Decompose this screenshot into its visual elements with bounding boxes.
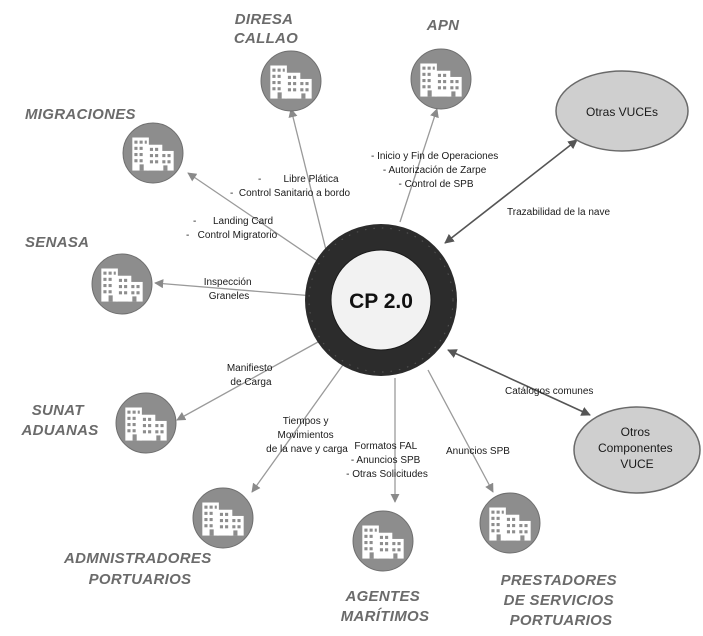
apn-label: APN — [426, 17, 460, 34]
arrow-otras-vuces — [444, 139, 578, 244]
flow-senasa: Inspección Graneles — [204, 277, 255, 302]
flow-otros-componentes: Catálogos comunes — [505, 386, 593, 397]
flow-labels: - Libre Plática - Control Sanitario a bo… — [0, 0, 610, 480]
flow-otras-vuces: Trazabilidad de la nave — [507, 207, 610, 218]
arrow-migraciones — [187, 172, 320, 263]
building-icon — [91, 253, 153, 315]
otros-componentes-label: Otros Componentes VUCE — [598, 425, 676, 471]
sunat-label: SUNAT ADUANAS — [20, 402, 98, 439]
flow-admin: Tiempos y Movimientos de la nave y carga — [266, 416, 348, 455]
flow-diresa: - Libre Plática - Control Sanitario a bo… — [0, 0, 364, 199]
flow-migraciones: - Landing Card - Control Migratorio — [0, 0, 293, 241]
building-icon — [115, 392, 177, 454]
arrow-senasa — [154, 279, 315, 297]
flow-sunat: Manifiesto de Carga — [227, 363, 275, 388]
hub-label: CP 2.0 — [349, 290, 413, 313]
arrow-admin — [251, 361, 346, 493]
migraciones-label: MIGRACIONES — [25, 106, 136, 123]
senasa-label: SENASA — [25, 234, 89, 251]
arrow-diresa — [288, 108, 329, 259]
arrow-otros-componentes — [447, 349, 591, 416]
arrow-sunat — [176, 336, 328, 421]
building-icon — [122, 122, 184, 184]
hub: CP 2.0 — [305, 224, 457, 376]
flow-agentes: Formatos FAL - Anuncios SPB - Otras Soli… — [346, 441, 428, 480]
flow-apn: - Inicio y Fin de Operaciones - Autoriza… — [371, 151, 501, 190]
external-otros-componentes: Otros Componentes VUCE — [573, 406, 701, 494]
arrow-prestadores — [427, 369, 494, 493]
external-otras-vuces: Otras VUCEs — [555, 70, 689, 152]
connectors — [154, 108, 591, 503]
flow-prestadores: Anuncios SPB — [446, 446, 510, 457]
prestadores-label: PRESTADORES DE SERVICIOS PORTUARIOS — [501, 572, 622, 629]
building-icon — [260, 50, 322, 112]
admin-label: ADMNISTRADORES PORTUARIOS — [63, 550, 216, 588]
building-icon — [479, 492, 541, 554]
building-icon — [352, 510, 414, 572]
entity-labels: DIRESA CALLAO APN MIGRACIONES SENASA SUN… — [20, 11, 622, 629]
building-icon — [192, 487, 254, 549]
diresa-label: DIRESA CALLAO — [234, 11, 298, 47]
building-icon — [410, 48, 472, 110]
arrow-apn — [399, 108, 439, 223]
agentes-label: AGENTES MARÍTIMOS — [341, 588, 430, 625]
otras-vuces-label: Otras VUCEs — [586, 105, 658, 119]
